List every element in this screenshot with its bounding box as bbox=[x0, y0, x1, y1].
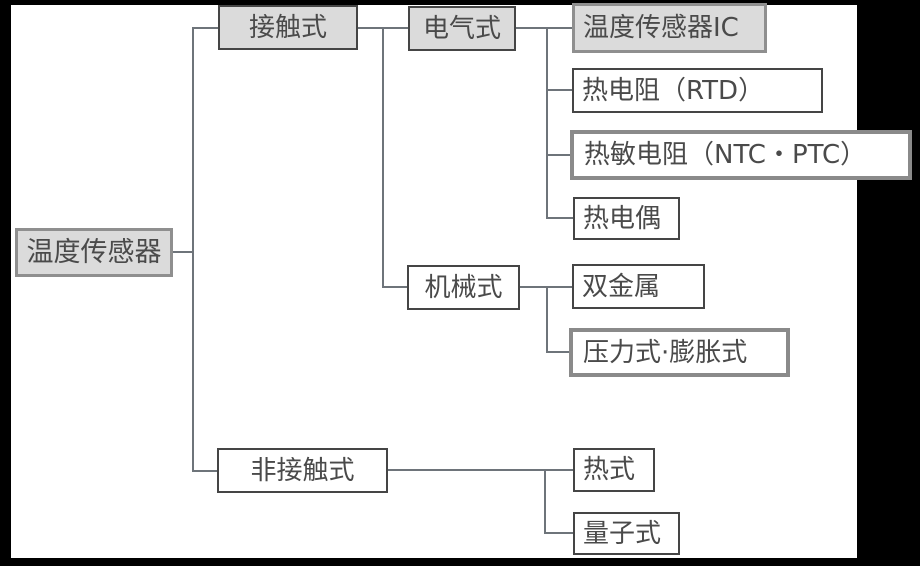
node-contact-type: 接触式 bbox=[218, 5, 358, 50]
connector-mechanical-stub bbox=[382, 286, 407, 288]
connector-root-trunk bbox=[192, 27, 194, 472]
node-electric-type: 电气式 bbox=[408, 6, 516, 51]
node-bimetal: 双金属 bbox=[572, 264, 705, 309]
connector-contact-trunk bbox=[382, 27, 384, 287]
connector-noncontact-trunk bbox=[544, 470, 546, 534]
node-rtd: 热电阻（RTD） bbox=[572, 68, 823, 113]
node-pressure-expansion: 压力式·膨胀式 bbox=[569, 328, 790, 377]
connector-mechanical-trunk bbox=[546, 286, 548, 353]
connector-electric-trunk bbox=[546, 27, 548, 219]
node-thermal-type: 热式 bbox=[573, 448, 655, 492]
node-thermistor: 热敏电阻（NTC・PTC） bbox=[570, 130, 912, 180]
connector-quantum-stub bbox=[544, 532, 573, 534]
connector-pressure-stub bbox=[546, 351, 569, 353]
node-mechanical-type: 机械式 bbox=[407, 265, 520, 310]
connector-rtd-stub bbox=[546, 89, 572, 91]
connector-thermistor-stub bbox=[546, 154, 570, 156]
node-quantum-type: 量子式 bbox=[573, 512, 680, 555]
node-temperature-sensor-ic: 温度传感器IC bbox=[572, 3, 767, 53]
connector-thermocouple-stub bbox=[546, 217, 573, 219]
connector-noncontact-children bbox=[388, 469, 573, 471]
node-thermocouple: 热电偶 bbox=[573, 197, 680, 240]
connector-electric-ic bbox=[516, 27, 572, 29]
node-non-contact-type: 非接触式 bbox=[217, 448, 388, 493]
connector-contact-stub bbox=[192, 27, 218, 29]
connector-noncontact-elbow bbox=[192, 470, 217, 472]
connector-root-stub bbox=[173, 251, 193, 253]
node-temperature-sensor: 温度传感器 bbox=[15, 228, 173, 277]
